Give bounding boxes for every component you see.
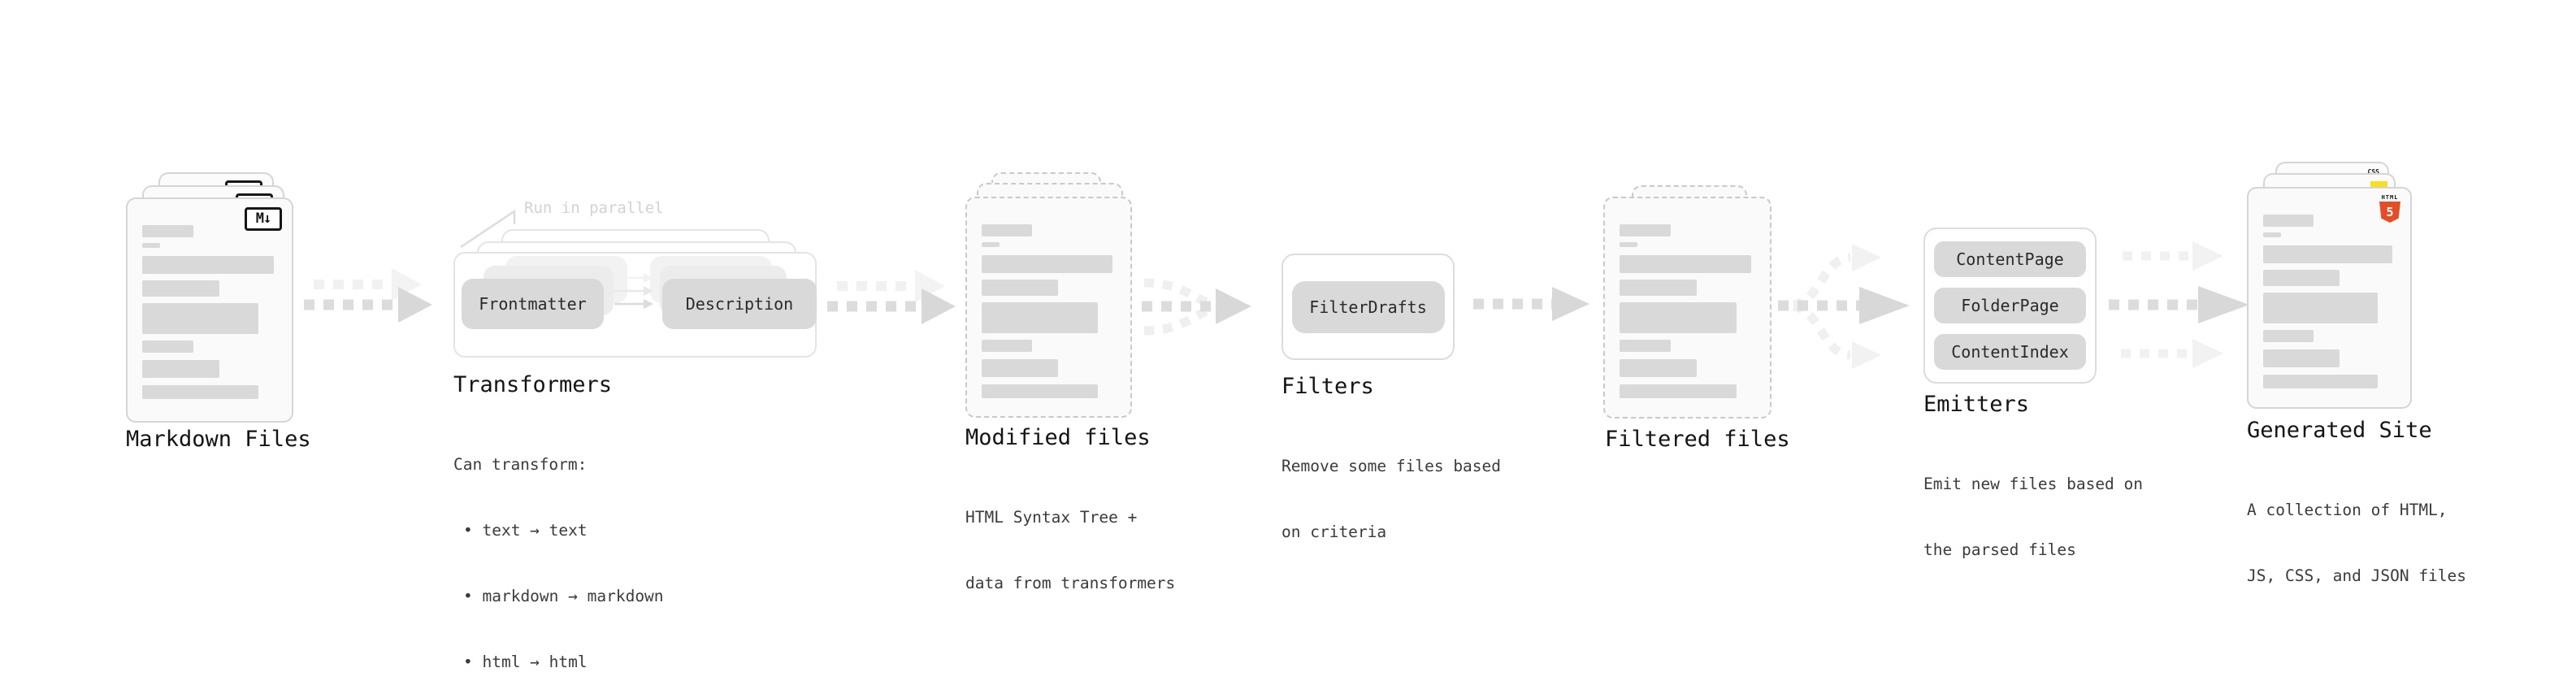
stage-description: HTML Syntax Tree + data from transformer… (965, 508, 1176, 592)
stage-description: A collection of HTML, JS, CSS, and JSON … (2247, 501, 2467, 585)
arrow-markdown-to-transformers (304, 268, 432, 323)
modified-files-label-block: Modified files HTML Syntax Tree + data f… (965, 425, 1175, 638)
transformers-cluster: Frontmatter Description (453, 229, 819, 359)
emitter-pill-folderpage: FolderPage (1934, 288, 2086, 323)
emitters-label-block: Emitters Emit new files based on the par… (1923, 392, 2143, 605)
stage-description: Emit new files based on the parsed files (1923, 475, 2144, 559)
markdown-doc-front: M↓ (126, 197, 293, 423)
arrow-filters-to-filtered (1473, 287, 1589, 321)
stage-title: Modified files (965, 425, 1151, 450)
modified-doc-front (965, 197, 1132, 418)
arrow-modified-to-filters (1142, 278, 1251, 336)
emitter-pill-contentindex: ContentIndex (1934, 334, 2086, 370)
stage-modified-files (965, 172, 1136, 424)
stage-title: Filters (1281, 374, 1374, 399)
markdown-icon: M↓ (245, 207, 282, 231)
parallel-note: Run in parallel (524, 199, 664, 217)
filters-label-block: Filters Remove some files based on crite… (1281, 374, 1501, 587)
filters-box: FilterDrafts (1281, 254, 1455, 360)
generated-site-label-block: Generated Site A collection of HTML, JS,… (2247, 418, 2466, 631)
filtered-files-label-block: Filtered files (1605, 427, 1790, 453)
document-content-placeholder (2249, 189, 2410, 407)
stage-title: Generated Site (2247, 418, 2432, 443)
stage-generated-site: CSS HTML 5 (2247, 158, 2418, 414)
html5-icon: HTML 5 (2379, 194, 2401, 223)
stage-title: Transformers (453, 372, 613, 397)
transformers-label-block: Transformers Can transform: • text → tex… (453, 372, 664, 681)
arrow-filtered-to-emitters (1778, 244, 1910, 369)
emitter-pill-contentpage: ContentPage (1934, 241, 2086, 277)
parallel-note-leader-line (460, 209, 516, 249)
stage-markdown-files: M↓ M↓ M↓ (126, 172, 297, 424)
stage-title: Emitters (1923, 392, 2030, 417)
emitters-box: ContentPage FolderPage ContentIndex (1923, 228, 2097, 384)
markdown-files-label-block: Markdown Files (126, 427, 311, 453)
arrow-transformers-to-modified (827, 270, 956, 324)
document-content-placeholder (128, 199, 292, 421)
stage-description: Remove some files based on criteria (1281, 457, 1502, 541)
stage-title: Markdown Files (126, 427, 311, 452)
arrow-emitters-to-generated (2109, 241, 2249, 368)
transformer-pill-description: Description (662, 279, 817, 329)
filtered-doc-front (1603, 197, 1772, 419)
document-content-placeholder (967, 198, 1130, 416)
stage-description: Can transform: • text → text • markdown … (453, 455, 664, 671)
js-icon (2370, 181, 2387, 189)
stage-title: Filtered files (1605, 427, 1790, 452)
generated-doc-html: HTML 5 (2247, 187, 2412, 409)
transform-flow-arrows-icon (614, 273, 653, 309)
filter-pill-filterdrafts: FilterDrafts (1291, 280, 1445, 333)
stage-filtered-files (1603, 185, 1774, 424)
transformer-pill-frontmatter: Frontmatter (462, 279, 604, 329)
document-content-placeholder (1605, 198, 1770, 417)
